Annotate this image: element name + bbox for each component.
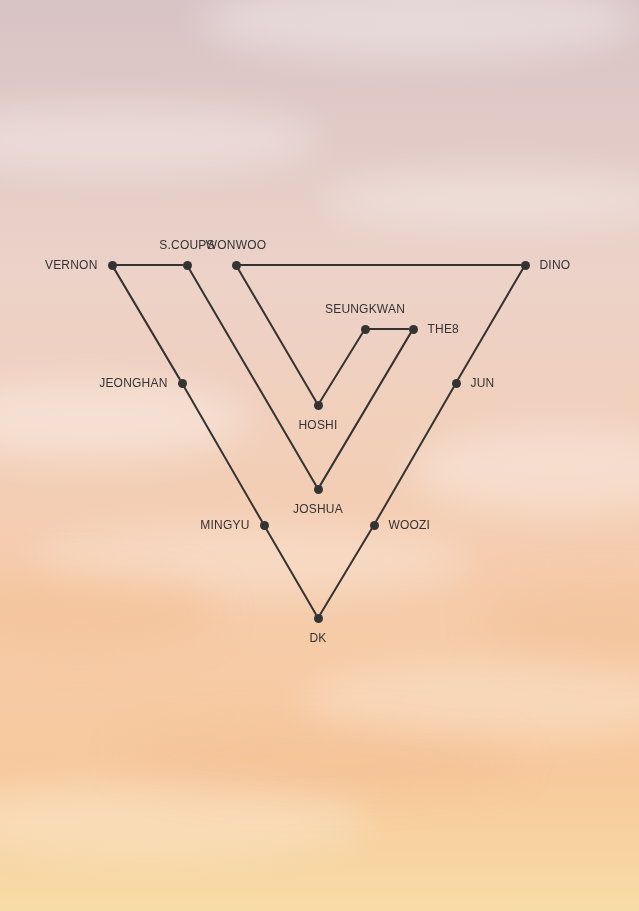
member-name: MINGYU (200, 518, 249, 532)
member-name: THE8 (428, 322, 459, 336)
member-name: WONWOO (206, 238, 267, 252)
logo-line (320, 333, 362, 401)
member-dot: DINO (521, 261, 530, 270)
member-dot: THE8 (409, 325, 418, 334)
member-name: JEONGHAN (99, 376, 167, 390)
member-dot: JOSHUA (314, 485, 323, 494)
logo-line (238, 269, 315, 401)
logo-line (458, 269, 522, 379)
logo-line (114, 269, 179, 379)
member-name: HOSHI (298, 418, 337, 432)
member-dot: MINGYU (260, 521, 269, 530)
logo-line (266, 529, 315, 614)
member-dot: DK (314, 614, 323, 623)
member-dot: WOOZI (370, 521, 379, 530)
member-name: SEUNGKWAN (325, 302, 405, 316)
member-dot: HOSHI (314, 401, 323, 410)
logo-line (370, 328, 409, 330)
member-name: WOOZI (389, 518, 431, 532)
logo-line (320, 529, 371, 614)
member-dot: SEUNGKWAN (361, 325, 370, 334)
logo-line (320, 333, 410, 485)
logo-line (117, 264, 183, 266)
member-name: VERNON (45, 258, 98, 272)
logo-line (189, 269, 315, 485)
member-dot: WONWOO (232, 261, 241, 270)
member-name: JUN (471, 376, 495, 390)
member-dot: JUN (452, 379, 461, 388)
member-dot: JEONGHAN (178, 379, 187, 388)
member-name: DK (309, 631, 326, 645)
logo-line (241, 264, 521, 266)
member-dot: VERNON (108, 261, 117, 270)
logo-line (184, 387, 262, 521)
member-name: JOSHUA (293, 502, 343, 516)
logo-line (376, 387, 454, 521)
member-name: DINO (540, 258, 571, 272)
member-dot: S.COUPS (183, 261, 192, 270)
